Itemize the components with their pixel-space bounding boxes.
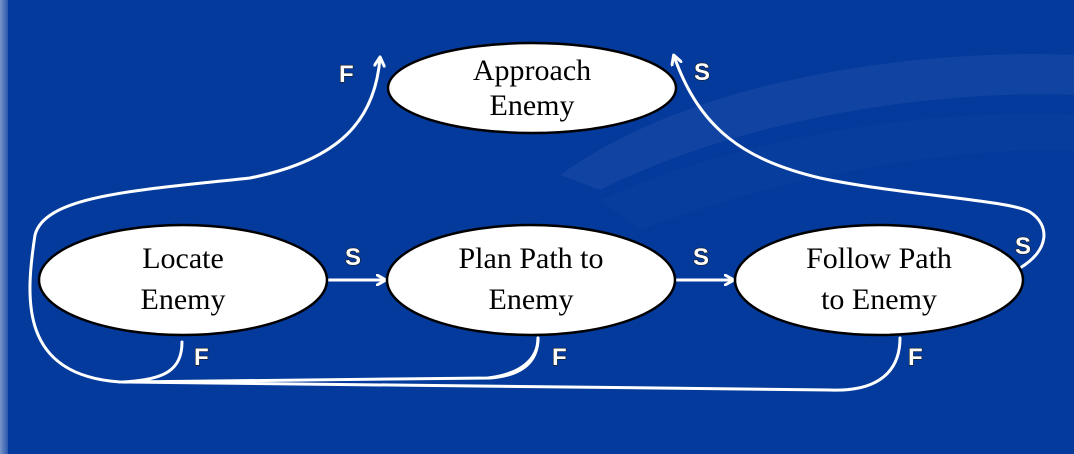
node-label-line1: Follow Path xyxy=(806,242,952,275)
node-label-line1: Locate xyxy=(142,242,224,275)
node-approach-enemy: Approach Enemy xyxy=(386,41,678,135)
edge-plan-fail xyxy=(486,336,540,380)
edge-label-follow-loop-success: S xyxy=(1015,233,1031,260)
edge-label-follow-fail: F xyxy=(908,344,923,371)
edge-locate-to-approach-fail xyxy=(28,58,380,384)
edge-label-plan-fail: F xyxy=(552,344,567,371)
node-locate-enemy: Locate Enemy xyxy=(37,223,329,337)
node-label-line1: Approach xyxy=(473,54,591,87)
edge-follow-to-approach-success xyxy=(674,56,1046,270)
node-label-line2: to Enemy xyxy=(821,283,937,316)
edge-locate-fail xyxy=(120,336,540,384)
edge-follow-fail xyxy=(120,336,902,392)
node-label-line1: Plan Path to xyxy=(458,242,603,275)
edge-label-plan-to-follow-success: S xyxy=(693,244,709,271)
edge-label-locate-to-plan-success: S xyxy=(345,244,361,271)
node-plan-path: Plan Path to Enemy xyxy=(385,223,677,337)
edge-label-locate-fail: F xyxy=(194,344,209,371)
edge-label-follow-to-approach-success: S xyxy=(694,59,710,86)
node-follow-path: Follow Path to Enemy xyxy=(733,223,1025,337)
node-label-line2: Enemy xyxy=(490,89,575,122)
edge-label-locate-to-approach-fail: F xyxy=(339,61,354,88)
left-edge-strip xyxy=(0,0,8,454)
node-label-line2: Enemy xyxy=(141,283,226,316)
node-label-line2: Enemy xyxy=(489,283,574,316)
